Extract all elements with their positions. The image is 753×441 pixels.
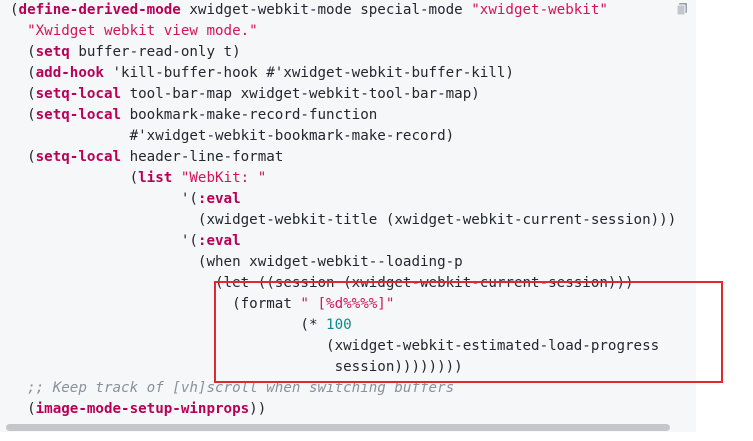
- code-token: (xwidget-webkit-title (xwidget-webkit-cu…: [10, 212, 677, 228]
- code-token: (: [10, 65, 36, 81]
- scrollbar-thumb[interactable]: [6, 424, 670, 431]
- code-line: "Xwidget webkit view mode.": [10, 21, 676, 42]
- code-token: image-mode-setup-winprops: [35, 401, 250, 417]
- code-line: (image-mode-setup-winprops)): [10, 399, 676, 420]
- code-line: session)))))))): [10, 357, 676, 378]
- code-line: ;; Keep track of [vh]scroll when switchi…: [10, 378, 676, 399]
- code-token: "xwidget-webkit": [471, 2, 608, 18]
- code-token: 100: [326, 317, 352, 333]
- code-token: 'kill-buffer-hook #'xwidget-webkit-buffe…: [103, 65, 514, 81]
- code-token: "WebKit: ": [180, 170, 267, 186]
- code-token: (let ((session (xwidget-webkit-current-s…: [215, 275, 634, 291]
- code-token: xwidget-webkit-mode special-mode: [180, 2, 472, 18]
- code-token: bookmark-make-record-function: [121, 107, 378, 123]
- code-token: tool-bar-map xwidget-webkit-tool-bar-map…: [121, 86, 480, 102]
- code-block: (define-derived-mode xwidget-webkit-mode…: [0, 0, 696, 432]
- code-token: setq-local: [35, 107, 122, 123]
- code-token: setq-local: [35, 86, 122, 102]
- code-token: (xwidget-webkit-estimated-load-progress: [10, 338, 660, 354]
- copy-icon: [676, 3, 687, 16]
- copy-button[interactable]: [672, 0, 692, 18]
- code-token: define-derived-mode: [18, 2, 181, 18]
- code-token: ;; Keep track of [vh]scroll when switchi…: [27, 380, 455, 396]
- code-line: (define-derived-mode xwidget-webkit-mode…: [10, 0, 676, 21]
- code-token: add-hook: [35, 65, 104, 81]
- code-line: '(:eval: [10, 231, 676, 252]
- code-token: setq: [35, 44, 70, 60]
- code-token: )): [249, 401, 267, 417]
- horizontal-scrollbar[interactable]: [0, 421, 696, 432]
- code-line: (xwidget-webkit-estimated-load-progress: [10, 336, 676, 357]
- code-token: (: [10, 44, 36, 60]
- code-line: (setq buffer-read-only t): [10, 42, 676, 63]
- code-token: :eval: [197, 233, 241, 249]
- code-token: (*: [10, 317, 327, 333]
- code-token: (: [10, 2, 19, 18]
- code-token: list: [138, 170, 173, 186]
- code-line: (setq-local tool-bar-map xwidget-webkit-…: [10, 84, 676, 105]
- code-token: :eval: [197, 191, 241, 207]
- code-line: (add-hook 'kill-buffer-hook #'xwidget-we…: [10, 63, 676, 84]
- code-line: (when xwidget-webkit--loading-p: [10, 252, 676, 273]
- code-token: (: [10, 170, 139, 186]
- code-token: '(: [10, 191, 198, 207]
- code-line: (xwidget-webkit-title (xwidget-webkit-cu…: [10, 210, 676, 231]
- code-token: " [%d%%%%]": [300, 296, 395, 312]
- code-token: (: [10, 401, 36, 417]
- code-token: (when xwidget-webkit--loading-p: [10, 254, 463, 270]
- code-line: (setq-local header-line-format: [10, 147, 676, 168]
- code-token: [10, 23, 27, 39]
- code-token: [10, 380, 27, 396]
- code-line: (setq-local bookmark-make-record-functio…: [10, 105, 676, 126]
- code-token: (: [10, 149, 36, 165]
- code-token: [10, 275, 215, 291]
- code-line: (let ((session (xwidget-webkit-current-s…: [10, 273, 676, 294]
- code-token: #'xwidget-webkit-bookmark-make-record): [10, 128, 455, 144]
- code-token: header-line-format: [121, 149, 284, 165]
- code-lines: (define-derived-mode xwidget-webkit-mode…: [10, 0, 676, 420]
- code-token: [172, 170, 181, 186]
- code-token: "Xwidget webkit view mode.": [27, 23, 258, 39]
- code-token: (: [10, 86, 36, 102]
- code-token: (: [10, 107, 36, 123]
- code-line: (* 100: [10, 315, 676, 336]
- code-line: '(:eval: [10, 189, 676, 210]
- code-token: buffer-read-only t): [69, 44, 241, 60]
- code-token: setq-local: [35, 149, 122, 165]
- code-line: (list "WebKit: ": [10, 168, 676, 189]
- code-line: #'xwidget-webkit-bookmark-make-record): [10, 126, 676, 147]
- code-token: '(: [10, 233, 198, 249]
- code-line: (format " [%d%%%%]": [10, 294, 676, 315]
- code-token: (format: [10, 296, 301, 312]
- code-token: session)))))))): [10, 359, 463, 375]
